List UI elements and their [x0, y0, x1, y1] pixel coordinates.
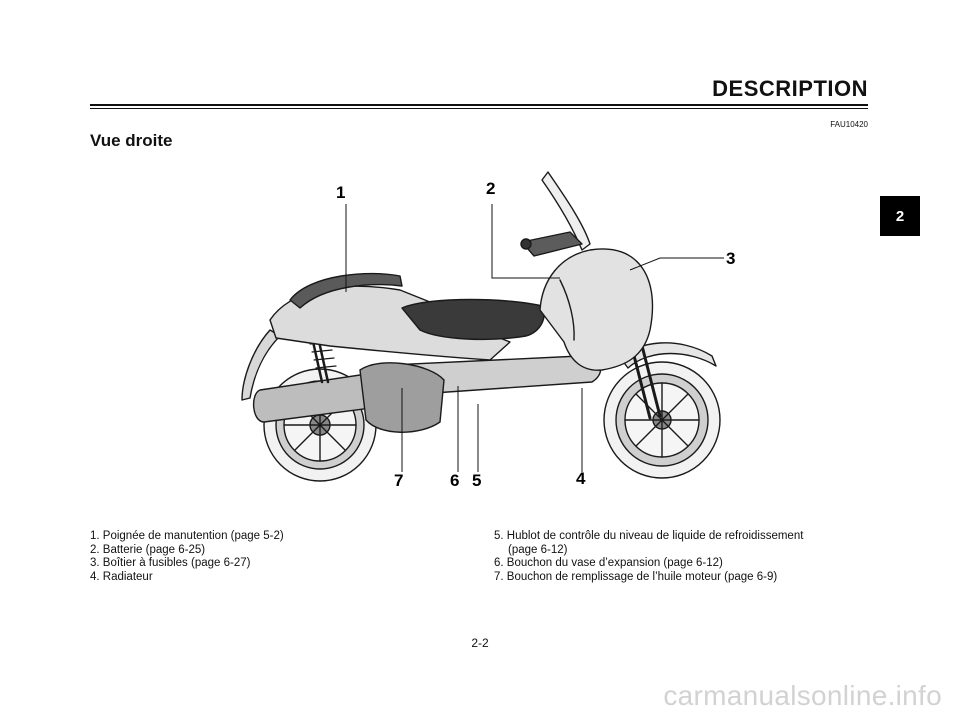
seat: [401, 298, 545, 341]
scooter-illustration: 1 2 3 4 5 6 7: [241, 171, 735, 490]
front-wheel: [603, 361, 721, 479]
grab-handle: [289, 272, 403, 309]
callout-6: 6: [450, 471, 459, 490]
callout-7: 7: [394, 471, 403, 490]
legend-item: 3. Boîtier à fusibles (page 6-27): [90, 557, 251, 570]
watermark: carmanualsonline.info: [663, 680, 942, 711]
header-rule-thick: [90, 104, 868, 106]
callout-2: 2: [486, 179, 495, 198]
document-code: FAU10420: [830, 120, 868, 129]
callout-5: 5: [472, 471, 481, 490]
legend-left: 1. Poignée de manutention (page 5-2) 2. …: [90, 530, 284, 584]
header-rule-thin: [90, 108, 868, 109]
rear-mudguard: [241, 329, 281, 401]
windscreen: [541, 171, 591, 251]
callout-3: 3: [726, 249, 735, 268]
callout-4: 4: [576, 469, 586, 488]
legend-item: 5. Hublot de contrôle du niveau de liqui…: [494, 530, 804, 542]
legend-item: 6. Bouchon du vase d’expansion (page 6-1…: [494, 557, 723, 570]
section-title: Vue droite: [90, 131, 173, 150]
legend-right: 5. Hublot de contrôle du niveau de liqui…: [494, 530, 803, 584]
front-body: [539, 248, 654, 371]
page-number: 2-2: [471, 636, 489, 650]
legend-item: 1. Poignée de manutention (page 5-2): [90, 530, 284, 542]
legend-item: 7. Bouchon de remplissage de l’huile mot…: [494, 570, 778, 583]
callout-1: 1: [336, 183, 345, 202]
legend-item-continuation: (page 6-12): [508, 543, 568, 556]
chapter-title: DESCRIPTION: [712, 76, 868, 101]
legend-item: 4. Radiateur: [90, 570, 153, 583]
legend-item: 2. Batterie (page 6-25): [90, 543, 206, 556]
handlebar: [521, 231, 583, 257]
chapter-tab: 2: [880, 196, 920, 236]
